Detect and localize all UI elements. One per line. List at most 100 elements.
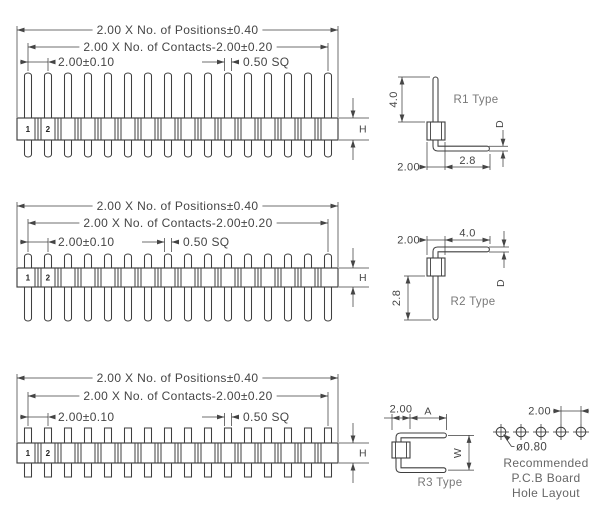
dimension-arrowhead [48,414,56,420]
dimension-arrowhead [157,239,165,245]
dim-tail-length: 2.8 [391,290,403,306]
dimension-arrowhead [17,375,25,381]
dimension-arrowhead [581,408,589,414]
dimension-arrowhead [482,164,490,170]
pin [223,72,233,121]
pin [123,72,133,121]
dim-body-offset: 2.00 [397,235,420,247]
dimension-arrowhead [320,393,328,399]
type-label-r1: R1 Type [453,94,498,106]
dimension-arrowhead [350,287,356,295]
dim-contacts-label: 2.00 X No. of Contacts-2.00±0.20 [83,216,272,230]
dimension-arrowhead [330,27,338,33]
dimension-arrowhead [405,276,411,284]
pin [243,72,253,121]
dim-contacts-label: 2.00 X No. of Contacts-2.00±0.20 [83,40,272,54]
type-label-r2: R2 Type [450,296,495,308]
pin [143,284,153,322]
type-label-r3: R3 Type [417,477,462,489]
leader-arrowhead [503,434,511,441]
pin [163,72,173,121]
dim-height-label: H [359,124,367,136]
dimension-arrowhead [48,239,56,245]
lower-bent-pin [395,457,447,474]
pin [63,284,73,322]
dimension-arrowhead [405,312,411,320]
dimension-arrowhead [28,220,36,226]
pin [303,72,313,121]
dim-body-offset: 2.00 [397,162,420,174]
pin [203,284,213,322]
bent-pin [432,246,490,259]
pin [303,284,313,322]
pin [163,137,173,158]
dimension-arrowhead [553,408,561,414]
dim-arm-length: 2.8 [459,155,475,167]
pin [103,72,113,121]
pin [283,284,293,322]
pin [263,72,273,121]
dim-body-offset: 2.00 [390,404,413,416]
bent-pin [432,139,490,152]
pin [63,72,73,121]
pin [223,284,233,322]
dimension-arrowhead [500,138,506,147]
pin-number: 1 [26,273,31,282]
pin [432,76,439,125]
pcb-caption-line: P.C.B Board [511,471,580,485]
pin [143,72,153,121]
dimension-arrowhead [350,435,356,443]
dim-post-height: 4.0 [388,91,400,107]
dimension-arrowhead [501,252,507,260]
dim-positions-label: 2.00 X No. of Positions±0.40 [97,23,259,37]
pin [432,274,439,321]
pin [83,284,93,322]
pin [283,72,293,121]
dim-pin-square-label: 0.50 SQ [243,55,289,69]
pin [263,284,273,322]
pin [323,284,333,322]
dim-height-label: H [359,272,367,284]
dim-positions-label: 2.00 X No. of Positions±0.40 [97,199,259,213]
dimension-arrowhead [501,239,507,247]
pin-number: 2 [46,125,51,134]
dimension-arrowhead [439,415,447,421]
pin [183,284,193,322]
dimension-arrowhead [20,414,28,420]
dim-positions-label: 2.00 X No. of Positions±0.40 [97,371,259,385]
insulator-body [391,441,411,459]
dim-pin-square-label: 0.50 SQ [183,235,229,249]
dimension-arrowhead [320,220,328,226]
pin [23,284,33,322]
dim-pin-square-label: 0.50 SQ [243,410,289,424]
dim-height-label: H [359,448,367,460]
dimension-arrowhead [399,77,405,85]
dimension-arrowhead [320,44,328,50]
pin [243,284,253,322]
dimension-arrowhead [466,435,472,443]
dimension-arrowhead [419,164,427,170]
dimension-arrowhead [500,151,506,159]
dim-pitch-label: 2.00±0.10 [58,235,114,249]
pin [123,137,133,158]
dimension-arrowhead [330,375,338,381]
dim-pitch-label: 2.00±0.10 [58,55,114,69]
pin [183,137,193,158]
dimension-arrowhead [17,203,25,209]
dim-arm-span: W [452,448,464,458]
dimension-arrowhead [330,203,338,209]
dimension-arrowhead [217,414,225,420]
pin [123,284,133,322]
pin [163,284,173,322]
dim-pitch-label: 2.00±0.10 [58,410,114,424]
dimension-arrowhead [350,140,356,148]
pin [263,137,273,158]
pin [203,72,213,121]
pin [23,137,33,158]
insulator-body [426,121,446,141]
